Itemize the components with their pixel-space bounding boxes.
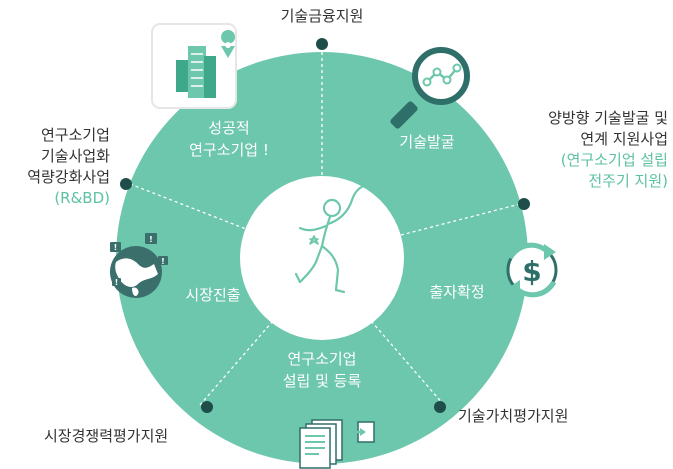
- svg-text:$: $: [522, 255, 541, 288]
- label-bidirectional-note2: 전주기 지원): [588, 172, 668, 190]
- label-competitiveness: 시장경쟁력평가지원: [44, 427, 169, 445]
- label-rnd-line3: 역량강화사업: [27, 168, 110, 186]
- svg-text:!: !: [115, 278, 119, 287]
- segment-investment: 출자확정: [429, 283, 485, 301]
- building-icon: [151, 23, 237, 109]
- globe-icon: !!!!: [110, 233, 168, 298]
- segment-discovery: 기술발굴: [399, 133, 455, 151]
- segment-market: 시장진출: [185, 286, 241, 304]
- segment-establish-line2: 설립 및 등록: [282, 372, 362, 390]
- label-rnd-line2: 기술사업화: [40, 147, 110, 165]
- label-bidirectional: 양방향 기술발굴 및 연계 지원사업 (연구소기업 설립 전주기 지원): [498, 108, 668, 192]
- runner-icon: [294, 184, 366, 294]
- label-valuation: 기술가치평가지원: [458, 407, 569, 425]
- svg-text:!: !: [161, 257, 165, 266]
- document-icon: [299, 419, 375, 469]
- dollar-cycle-icon: $: [506, 242, 558, 298]
- segment-success-line1: 성공적: [208, 119, 250, 137]
- label-bidirectional-line2: 연계 지원사업: [580, 130, 668, 148]
- label-rnd: 연구소기업 기술사업화 역량강화사업 (R&BD): [2, 125, 110, 209]
- svg-text:!: !: [114, 243, 118, 252]
- label-bidirectional-line1: 양방향 기술발굴 및: [548, 109, 668, 127]
- segment-establish-line1: 연구소기업: [287, 350, 357, 368]
- svg-text:!: !: [149, 235, 153, 244]
- magnifier-icon: [390, 47, 470, 129]
- cycle-nodes: [120, 38, 530, 413]
- label-tech-finance: 기술금융지원: [280, 7, 364, 25]
- label-bidirectional-note1: (연구소기업 설립: [560, 151, 668, 169]
- label-rnd-note: (R&BD): [54, 189, 110, 207]
- label-rnd-line1: 연구소기업: [40, 126, 110, 144]
- segment-success-line2: 연구소기업 !: [189, 141, 269, 159]
- center-circle: [240, 176, 404, 340]
- segment-success: 성공적 연구소기업 !: [174, 117, 284, 161]
- segment-establish: 연구소기업 설립 및 등록: [262, 348, 382, 392]
- segment-dividers: [129, 52, 521, 406]
